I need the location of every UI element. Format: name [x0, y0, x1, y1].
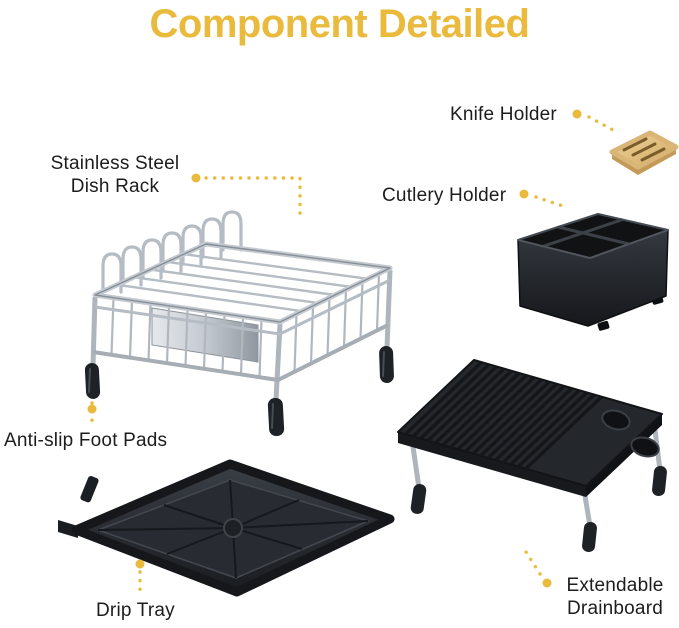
dish-rack-label-line1: Stainless Steel [50, 153, 180, 174]
foot-pad [267, 397, 285, 437]
rack-side-wires [293, 273, 381, 372]
plate-arches [101, 210, 243, 294]
foot-pad [379, 346, 394, 383]
drainboard-illustration [397, 359, 667, 553]
drainboard-foot-pad [582, 521, 597, 553]
drainboard-front-edge [398, 432, 586, 497]
cutlery-holder-illustration [517, 213, 669, 331]
knife-holder-leader [587, 115, 615, 132]
rack-top-rim-shade [94, 243, 391, 323]
dish-rack-label: Stainless Steel Dish Rack [30, 152, 200, 198]
dish-rack-illustration [84, 210, 394, 437]
rack-mid-rail [94, 278, 391, 336]
drip-tray-illustration [58, 459, 395, 597]
cutlery-dividers [542, 218, 630, 248]
leader-lines [90, 115, 615, 598]
cup-holder-hole [601, 409, 631, 431]
dish-rack-label-line2: Dish Rack [70, 176, 160, 198]
drainboard-label: Extendable Drainboard [550, 574, 679, 620]
leader-dot [572, 109, 582, 119]
knife-slots [622, 137, 666, 162]
drainboard-leader [524, 550, 542, 576]
knife-holder-label: Knife Holder [450, 104, 557, 125]
tray-drain [223, 518, 243, 538]
page-title: Component Detailed [149, 2, 530, 46]
foot-pads [84, 346, 394, 437]
leader-dot [519, 189, 529, 199]
drainboard-label-line1: Extendable [566, 575, 664, 596]
drainboard-label-line2: Drainboard [567, 598, 663, 620]
rack-legs [90, 269, 393, 401]
dish-rack-leader [204, 176, 302, 218]
knife-holder-edge [612, 147, 676, 175]
rack-front-wires [110, 297, 263, 378]
drip-tray-label: Drip Tray [96, 600, 175, 621]
cutlery-foot [597, 320, 610, 331]
cutlery-front-edge-highlight [517, 229, 669, 259]
cutlery-holder-leader [534, 195, 568, 209]
foot-pads-label: Anti-slip Foot Pads [4, 430, 168, 451]
cup-holder-hole [630, 436, 660, 458]
tray-clip [80, 475, 99, 503]
cutlery-holder-label: Cutlery Holder [382, 185, 507, 206]
tray-creases [97, 479, 369, 579]
drainboard-foot-pad [410, 484, 427, 514]
leader-dot [87, 404, 97, 414]
knife-holder-illustration [609, 130, 679, 175]
drainboard-foot-pad [652, 465, 667, 497]
tray-spout [58, 520, 78, 538]
foot-pad-highlights [88, 351, 385, 429]
rack-bottom-wires [117, 253, 369, 313]
foot-pad [84, 362, 101, 399]
drainboard-top [397, 359, 663, 487]
drainboard-right-edge [586, 414, 662, 497]
leader-dot [135, 559, 145, 569]
drainboard-ribs [404, 360, 603, 470]
leader-dot [191, 173, 201, 183]
rack-base-rim [92, 323, 389, 382]
leader-dot [542, 578, 552, 588]
leader-end-dots [87, 109, 582, 588]
